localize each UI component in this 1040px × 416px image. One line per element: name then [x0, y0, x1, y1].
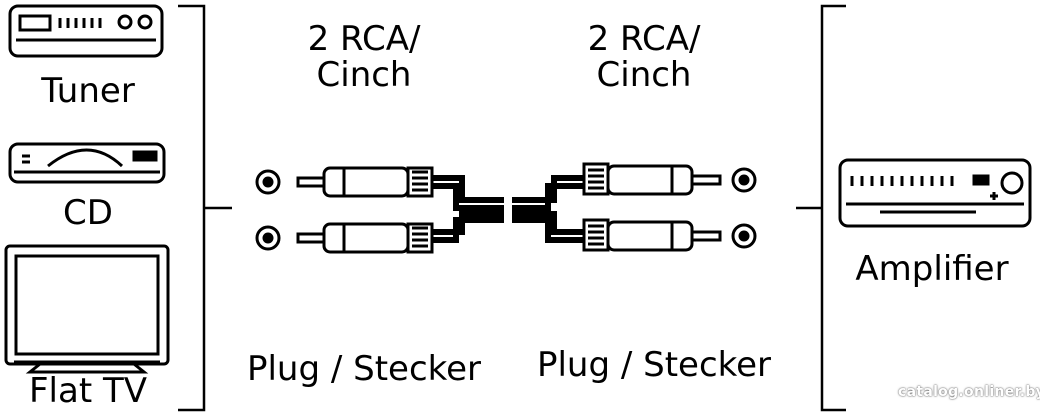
left-connector-header: 2 RCA/ Cinch	[307, 19, 421, 95]
left-connector-header-line1: 2 RCA/	[307, 19, 421, 59]
right-bracket	[796, 4, 846, 412]
right-connector-header-line1: 2 RCA/	[587, 19, 701, 59]
amplifier-icon	[838, 158, 1032, 228]
cd-player-icon	[8, 142, 166, 184]
watermark-text: catalog.onliner.by	[898, 384, 1040, 400]
right-cable-wires	[512, 175, 584, 243]
right-connector-header: 2 RCA/ Cinch	[587, 19, 701, 95]
right-plug-label: Plug / Stecker	[536, 345, 772, 385]
cd-label: CD	[63, 193, 113, 233]
flat-tv-icon	[4, 244, 170, 374]
left-bracket	[178, 4, 232, 412]
left-rca-plugs	[255, 166, 434, 254]
left-connector-header-line2: Cinch	[316, 54, 412, 95]
right-rca-plugs	[582, 162, 757, 252]
tuner-icon	[8, 4, 164, 58]
right-connector-header-line2: Cinch	[596, 54, 692, 95]
left-plug-label: Plug / Stecker	[246, 349, 482, 389]
left-cable-wires	[432, 175, 504, 243]
flat-tv-label: Flat TV	[28, 371, 148, 411]
tuner-label: Tuner	[41, 71, 135, 111]
amplifier-label: Amplifier	[855, 249, 1009, 289]
